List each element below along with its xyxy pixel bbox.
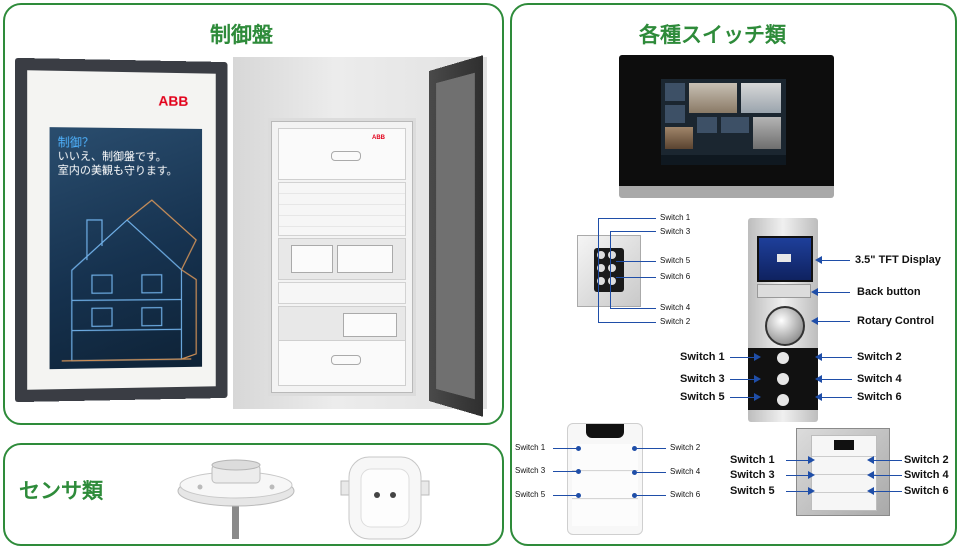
switch-label: Switch 4 [670,467,701,476]
keypad-label: Switch 1 [660,213,691,222]
back-button-label: Back button [857,286,921,298]
switch-rocker[interactable] [812,492,876,510]
switch-label: Switch 4 [857,373,902,385]
cabinet-cover-top: ABB [278,128,406,180]
switch-rocker[interactable] [572,500,638,526]
switch-label: Switch 2 [904,454,949,466]
cabinet-blank-2 [278,282,406,304]
rotary-control-label: Rotary Control [857,315,934,327]
switch-label: Switch 4 [904,469,949,481]
switch-label: Switch 1 [680,351,725,363]
switch-button[interactable] [777,394,789,406]
switch-rocker[interactable] [812,474,876,492]
switch-label: Switch 2 [670,443,701,452]
poster-frame: ABB 制御？ いいえ、制御盤です。 室内の美観も守ります。 [14,57,228,403]
switch-button[interactable] [777,373,789,385]
switch-rocker[interactable] [572,472,638,499]
switch-label: Switch 6 [857,391,902,403]
back-button[interactable] [757,284,811,298]
cabinet-door[interactable] [429,55,484,417]
keypad-button[interactable] [597,251,605,259]
keypad-button[interactable] [608,277,616,285]
cabinet-cover-bottom [278,340,406,386]
keypad-label: Switch 6 [660,272,691,281]
tft-display-label: 3.5" TFT Display [855,254,941,266]
switch-label: Switch 1 [730,454,775,466]
switch-button[interactable] [777,352,789,364]
switch-label: Switch 6 [904,485,949,497]
tft-display [757,236,813,282]
breaker-row-1 [278,238,406,280]
touch-screen-icon [619,55,834,198]
switch-label: Switch 5 [515,490,546,499]
switch-label: Switch 5 [730,485,775,497]
keypad-button[interactable] [608,264,616,272]
switch-rocker[interactable] [812,456,876,474]
switch-label: Switch 3 [730,469,775,481]
switch-label: Switch 6 [670,490,701,499]
wall-sensor-icon [340,456,430,540]
breaker-row-2 [278,306,406,344]
rotary-control[interactable] [765,306,805,346]
touch-screen-display [661,79,786,165]
switch-label: Switch 3 [680,373,725,385]
panel-title: 制御盤 [210,23,273,47]
cabinet-body: ABB [271,121,413,393]
abb-logo: ABB [158,92,189,109]
keypad-label: Switch 4 [660,303,691,312]
switch-rocker[interactable] [572,444,638,471]
white-switch-panel [567,423,643,535]
switch-label: Switch 5 [680,391,725,403]
switch-label: Switch 3 [515,466,546,475]
poster-text-3: 室内の美観も守ります。 [57,163,178,178]
house-icon [52,180,201,370]
panel-title: 各種スイッチ類 [639,23,786,47]
cabinet-photo: ABB [233,55,487,417]
keypad-label: Switch 2 [660,317,691,326]
ceiling-sensor-icon [177,459,295,539]
keypad-button[interactable] [608,251,616,259]
keypad-button[interactable] [597,264,605,272]
switch-label: Switch 2 [857,351,902,363]
display-panel [748,218,818,422]
switch-label: Switch 1 [515,443,546,452]
panel-title: センサ類 [19,479,103,503]
poster-paper: ABB 制御？ いいえ、制御盤です。 室内の美観も守ります。 [27,70,216,390]
cabinet-blank-1 [278,182,406,236]
cabinet-label: ABB [372,135,385,141]
keypad-button[interactable] [597,277,605,285]
poster-image: 制御？ いいえ、制御盤です。 室内の美観も守ります。 [49,127,203,370]
keypad-label: Switch 5 [660,256,691,265]
keypad-label: Switch 3 [660,227,691,236]
